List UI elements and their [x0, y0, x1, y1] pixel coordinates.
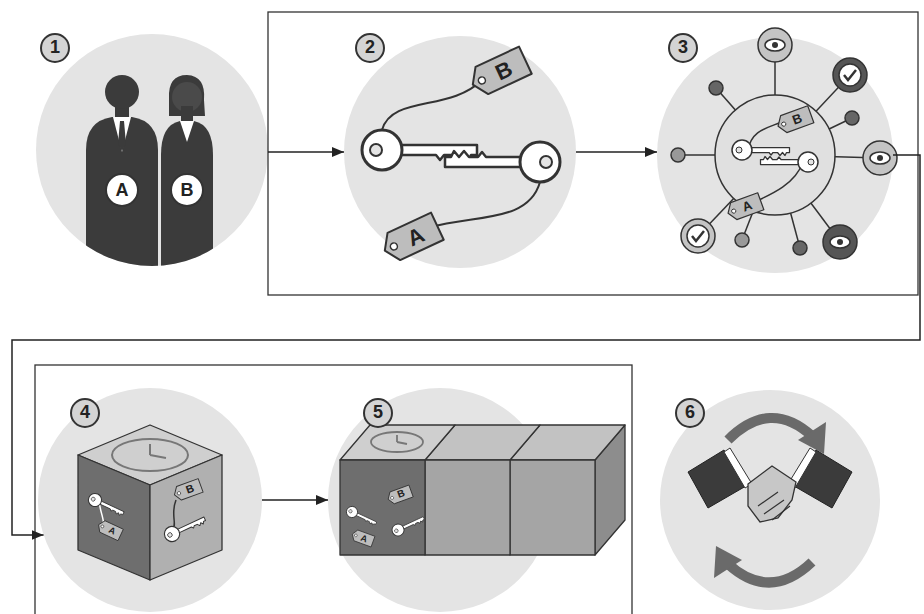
step-circle: 3	[657, 37, 893, 273]
tag-letter: A	[359, 534, 368, 545]
step-circle: 4	[38, 388, 262, 612]
tag-letter: B	[492, 58, 516, 85]
step-circle: 1	[36, 34, 268, 266]
callout-number: 2	[355, 33, 385, 63]
block-chain	[340, 425, 625, 555]
callout-number: 3	[668, 33, 698, 63]
circle-outline	[36, 34, 268, 266]
callout-number: 5	[363, 398, 393, 428]
tag-letter: B	[790, 111, 803, 126]
flow-arrow	[576, 151, 657, 153]
callout-number: 4	[70, 398, 100, 428]
step-circle: 6	[660, 390, 880, 610]
callout-number: 1	[40, 33, 70, 63]
group-frame	[268, 12, 918, 295]
flow-arrow	[262, 499, 328, 501]
tag-letter: A	[116, 181, 129, 199]
circle-outline	[38, 388, 262, 612]
circle-outline	[328, 388, 552, 612]
step-circle: 5	[328, 388, 552, 612]
tag-letter: B	[181, 181, 194, 199]
callout-number: 6	[675, 398, 705, 428]
tag-letter: A	[404, 224, 428, 251]
time-cube	[78, 425, 222, 580]
group-frame	[35, 365, 632, 614]
tag-letter: B	[396, 488, 406, 500]
tag-letter: B	[184, 482, 195, 495]
circle-outline	[344, 36, 576, 268]
circle-outline	[657, 37, 893, 273]
step-circle: 2	[344, 36, 576, 268]
tag-letter: A	[107, 526, 117, 537]
flow-arrow	[268, 151, 344, 153]
tag-letter: A	[740, 198, 753, 213]
